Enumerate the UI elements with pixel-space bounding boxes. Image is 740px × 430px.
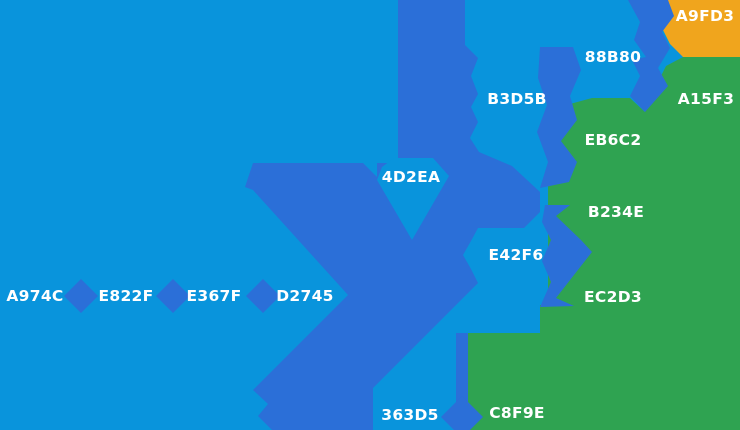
node-label-ec2d3[interactable]: EC2D3: [584, 288, 642, 306]
node-label-e822f[interactable]: E822F: [98, 287, 153, 305]
flow-band-top-right: [628, 0, 674, 112]
node-label-4d2ea[interactable]: 4D2EA: [382, 168, 441, 186]
connector-diamond: [441, 396, 483, 430]
node-label-88b80[interactable]: 88B80: [585, 48, 641, 66]
flow-band-mid-lower: [540, 205, 592, 307]
main-flow-ribbon: [245, 0, 540, 430]
node-label-a974c[interactable]: A974C: [6, 287, 63, 305]
node-label-e367f[interactable]: E367F: [186, 287, 241, 305]
green-region: [468, 57, 740, 430]
orange-region: [662, 0, 740, 57]
node-label-b3d5b[interactable]: B3D5B: [487, 90, 547, 108]
node-label-363d5[interactable]: 363D5: [381, 406, 439, 424]
node-label-b234e[interactable]: B234E: [588, 203, 644, 221]
node-label-a15f3[interactable]: A15F3: [678, 90, 734, 108]
connector-diamond: [156, 279, 190, 313]
node-island-4d2ea: [377, 158, 449, 240]
connector-diamond: [246, 279, 280, 313]
flow-band-mid-upper: [537, 47, 581, 188]
node-label-c8f9e[interactable]: C8F9E: [489, 404, 545, 422]
node-label-e42f6[interactable]: E42F6: [488, 246, 543, 264]
node-label-eb6c2[interactable]: EB6C2: [585, 131, 642, 149]
connector-diamond: [64, 279, 98, 313]
flow-drop-band: [456, 333, 468, 402]
node-label-d2745[interactable]: D2745: [276, 287, 334, 305]
node-label-a9fd3[interactable]: A9FD3: [676, 7, 735, 25]
